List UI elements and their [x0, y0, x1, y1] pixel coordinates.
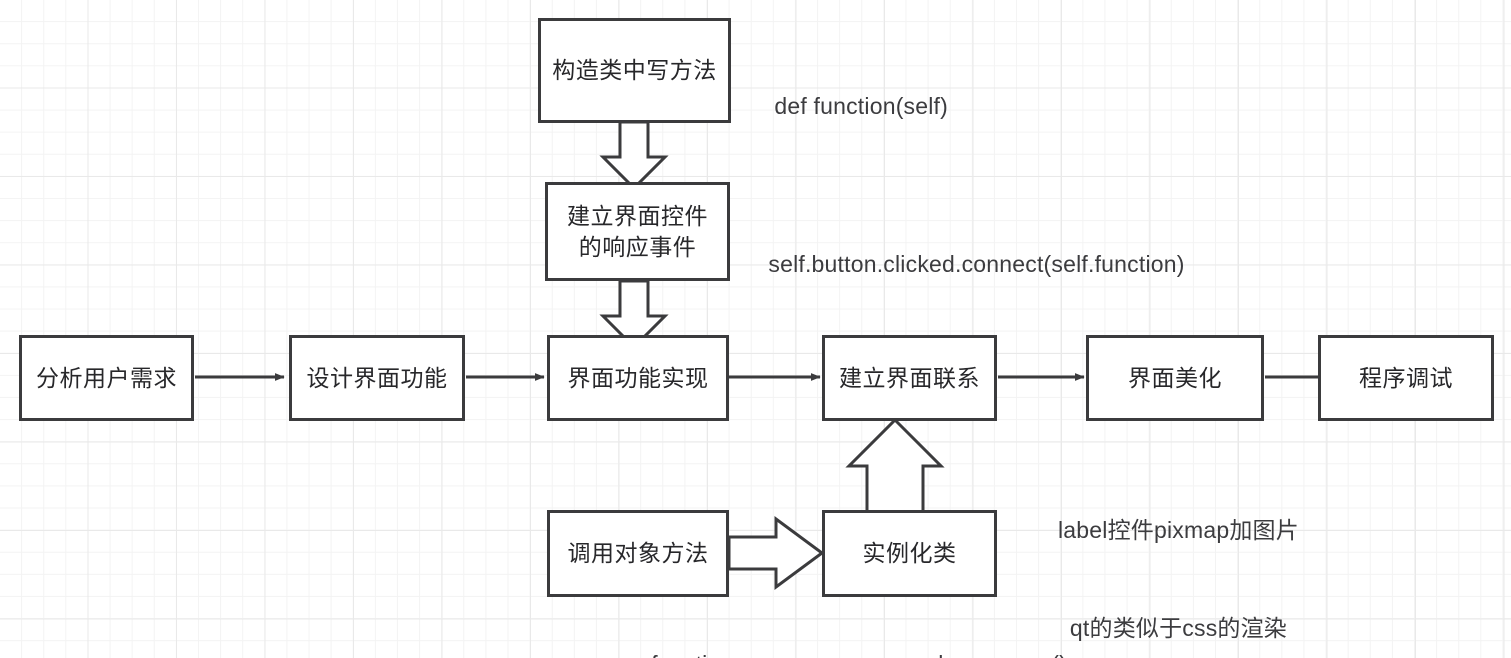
node-label: 构造类中写方法 — [552, 57, 717, 84]
node-label: 调用对象方法 — [567, 540, 709, 567]
node-debug-program[interactable]: 程序调试 — [1318, 335, 1494, 421]
annotation-signal-connect: self.button.clicked.connect(self.functio… — [742, 215, 1185, 313]
node-label: 程序调试 — [1359, 364, 1453, 391]
node-label: 实例化类 — [862, 540, 957, 567]
node-label: 设计界面功能 — [306, 364, 448, 391]
annotation-text-line1: label控件pixmap加图片 — [1058, 517, 1299, 544]
node-label: 界面美化 — [1128, 364, 1222, 391]
annotation-name-class-name: name = class_name() — [815, 615, 1067, 658]
node-build-ui-connection[interactable]: 建立界面联系 — [822, 335, 997, 421]
block-arrow-instantiate-to-connection — [845, 417, 945, 514]
node-label: 分析用户需求 — [36, 364, 177, 391]
node-write-method-in-class[interactable]: 构造类中写方法 — [538, 18, 731, 123]
annotation-text: self.button.clicked.connect(self.functio… — [768, 250, 1185, 277]
annotation-label-pixmap: label控件pixmap加图片 qt的类似于css的渲染 — [1058, 449, 1299, 658]
node-beautify-ui[interactable]: 界面美化 — [1086, 335, 1264, 421]
node-instantiate-class[interactable]: 实例化类 — [822, 510, 997, 597]
annotation-text: name.function — [586, 651, 733, 658]
node-label: 建立界面联系 — [839, 364, 980, 391]
annotation-name-function: name.function — [560, 615, 733, 658]
annotation-text-line2: qt的类似于css的渲染 — [1069, 615, 1288, 642]
node-label: 界面功能实现 — [567, 364, 709, 391]
node-analyze-requirements[interactable]: 分析用户需求 — [19, 335, 194, 421]
node-bind-widget-event[interactable]: 建立界面控件 的响应事件 — [545, 182, 730, 281]
annotation-def-function: def function(self) — [748, 57, 948, 155]
node-call-object-method[interactable]: 调用对象方法 — [547, 510, 729, 597]
node-label-line1: 建立界面控件 — [567, 203, 708, 230]
block-arrow-event-to-implement — [599, 279, 669, 350]
node-implement-ui-function[interactable]: 界面功能实现 — [547, 335, 729, 421]
node-design-ui-function[interactable]: 设计界面功能 — [289, 335, 465, 421]
node-label-line2: 的响应事件 — [578, 233, 697, 260]
block-arrow-method-to-event — [599, 120, 669, 191]
annotation-text: def function(self) — [774, 92, 949, 119]
block-arrow-call-to-instantiate — [727, 516, 825, 590]
annotation-text: name = class_name() — [841, 651, 1067, 658]
